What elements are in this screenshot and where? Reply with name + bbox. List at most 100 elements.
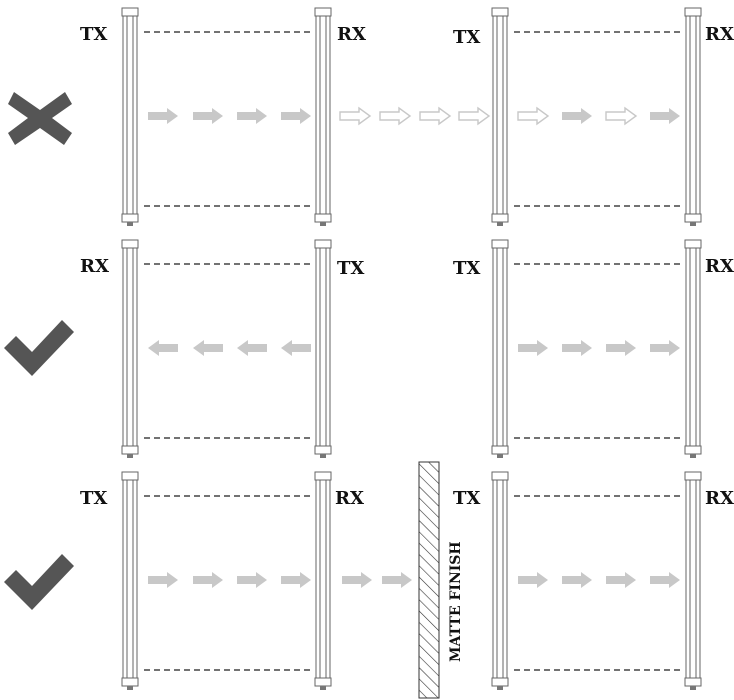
column-connector <box>690 454 696 458</box>
column-bottom-cap <box>121 445 139 455</box>
column-bottom-cap <box>684 677 702 687</box>
matte-finish-label: MATTE FINISH <box>448 541 464 662</box>
light-curtain-column <box>122 241 138 453</box>
row2-pair1-right-label: TX <box>337 258 364 279</box>
row2-pair2-left-label: TX <box>453 258 480 279</box>
column-top-cap <box>121 239 139 249</box>
arrow-right-outline <box>339 106 372 126</box>
light-curtain-column <box>315 241 331 453</box>
column-bottom-cap <box>684 445 702 455</box>
column-connector <box>497 686 503 690</box>
row1-pair1-right-label: RX <box>337 24 366 45</box>
curtains-and-beams <box>121 7 702 690</box>
row-incorrect: TX RX TX RX <box>8 24 734 145</box>
row1-pair1-left-label: TX <box>80 24 107 45</box>
light-curtain-column <box>685 9 701 221</box>
row1-pair2-left-label: TX <box>453 27 480 48</box>
row-correct-matte: TX RX TX RX MATTE FINISH <box>4 461 734 699</box>
column-connector <box>127 222 133 226</box>
column-connector <box>690 686 696 690</box>
arrow-right-outline <box>605 106 638 126</box>
arrow-right-solid <box>650 108 680 124</box>
column-bottom-cap <box>491 213 509 223</box>
check-icon <box>4 554 74 610</box>
arrow-right-solid <box>281 108 311 124</box>
arrow-right-solid <box>562 108 592 124</box>
light-curtain-column <box>492 473 508 685</box>
column-top-cap <box>121 471 139 481</box>
column-connector <box>127 686 133 690</box>
light-curtain-column <box>315 9 331 221</box>
column-top-cap <box>684 7 702 17</box>
column-bottom-cap <box>314 445 332 455</box>
row-correct-facing: RX TX TX RX <box>4 256 734 376</box>
light-curtain-column <box>122 9 138 221</box>
row2-pair2-right-label: RX <box>705 256 734 277</box>
arrow-left-solid <box>193 340 223 356</box>
arrow-right-solid <box>606 572 636 588</box>
arrow-right-outline <box>419 106 452 126</box>
light-curtain-column <box>122 473 138 685</box>
arrow-right-solid <box>281 572 311 588</box>
arrow-right-solid <box>148 572 178 588</box>
arrow-left-solid <box>237 340 267 356</box>
column-bottom-cap <box>121 213 139 223</box>
column-connector <box>690 222 696 226</box>
column-top-cap <box>314 239 332 249</box>
arrow-right-solid <box>382 572 412 588</box>
arrow-right-solid <box>650 572 680 588</box>
row3-pair1-left-label: TX <box>80 488 107 509</box>
arrow-right-solid <box>606 340 636 356</box>
column-top-cap <box>684 239 702 249</box>
arrow-right-outline <box>379 106 412 126</box>
column-connector <box>497 454 503 458</box>
row1-pair2-right-label: RX <box>705 24 734 45</box>
column-top-cap <box>314 7 332 17</box>
arrow-right-solid <box>237 108 267 124</box>
arrow-right-outline <box>458 106 491 126</box>
arrow-left-solid <box>281 340 311 356</box>
row3-pair2-right-label: RX <box>705 488 734 509</box>
column-connector <box>320 222 326 226</box>
light-curtain-column <box>492 241 508 453</box>
arrow-right-solid <box>342 572 372 588</box>
matte-surface <box>418 461 440 699</box>
column-bottom-cap <box>314 677 332 687</box>
column-bottom-cap <box>491 677 509 687</box>
column-connector <box>127 454 133 458</box>
column-connector <box>320 686 326 690</box>
column-bottom-cap <box>314 213 332 223</box>
light-curtain-column <box>685 473 701 685</box>
column-connector <box>497 222 503 226</box>
arrow-right-solid <box>148 108 178 124</box>
row3-pair2-left-label: TX <box>453 488 480 509</box>
arrow-right-solid <box>193 108 223 124</box>
arrow-right-solid <box>518 572 548 588</box>
column-top-cap <box>314 471 332 481</box>
column-top-cap <box>684 471 702 481</box>
column-top-cap <box>491 471 509 481</box>
column-connector <box>320 454 326 458</box>
arrow-right-solid <box>650 340 680 356</box>
column-bottom-cap <box>121 677 139 687</box>
arrow-right-solid <box>562 572 592 588</box>
arrow-right-solid <box>562 340 592 356</box>
row2-pair1-left-label: RX <box>80 256 109 277</box>
column-bottom-cap <box>491 445 509 455</box>
arrow-left-solid <box>148 340 178 356</box>
light-curtain-column <box>685 241 701 453</box>
column-top-cap <box>121 7 139 17</box>
column-top-cap <box>491 7 509 17</box>
column-bottom-cap <box>684 213 702 223</box>
arrow-right-solid <box>237 572 267 588</box>
light-curtain-column <box>315 473 331 685</box>
cross-icon <box>8 92 72 145</box>
arrow-right-outline <box>517 106 550 126</box>
light-curtain-column <box>492 9 508 221</box>
arrow-right-solid <box>193 572 223 588</box>
column-top-cap <box>491 239 509 249</box>
arrow-right-solid <box>518 340 548 356</box>
check-icon <box>4 320 74 376</box>
row3-pair1-right-label: RX <box>335 488 364 509</box>
